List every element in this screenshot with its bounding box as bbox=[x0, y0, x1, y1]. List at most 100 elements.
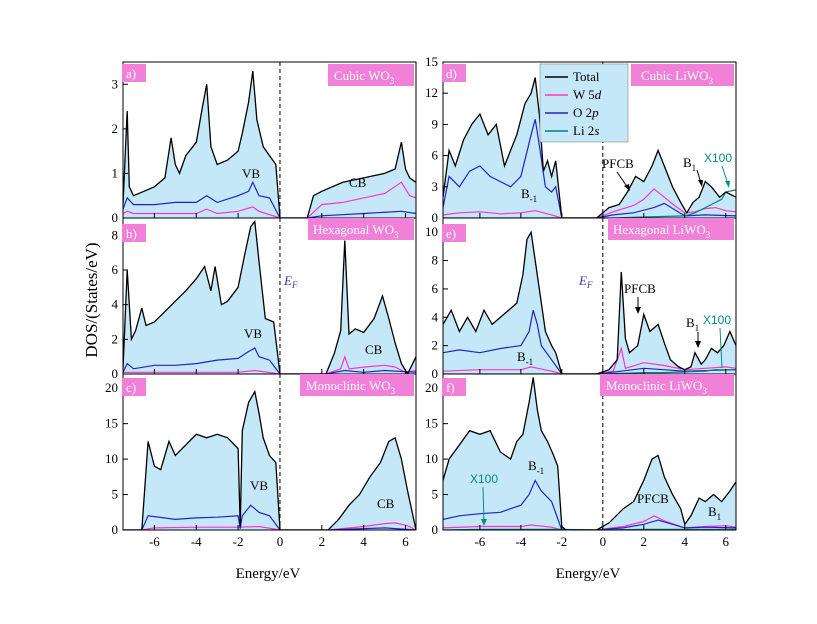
panel-tag-b-text: b) bbox=[126, 226, 137, 241]
panel-f-series-total bbox=[443, 377, 736, 530]
panel-tag-c: c) bbox=[122, 378, 146, 396]
panel-f-xtick-label: -6 bbox=[474, 534, 485, 549]
ef-label-right: E bbox=[578, 273, 587, 288]
panel-a-series-total bbox=[123, 70, 416, 218]
panel-d-series-total bbox=[443, 77, 736, 218]
svg-text:Cubic WO3: Cubic WO3 bbox=[334, 68, 395, 86]
panel-b-ytick-label: 8 bbox=[112, 227, 119, 242]
panel-b-ytick-label: 2 bbox=[112, 331, 119, 346]
panel-title-a-text: Cubic WO bbox=[334, 68, 390, 83]
panel-c-xtick-label: 0 bbox=[277, 534, 284, 549]
panel-title-a-sub: 3 bbox=[390, 76, 395, 86]
panel-a-ytick-label: 2 bbox=[112, 121, 119, 136]
panel-title-d: Cubic LiWO3 bbox=[631, 64, 734, 86]
ef-label-left: E bbox=[283, 273, 292, 288]
panel-c-xtick-label: 4 bbox=[360, 534, 367, 549]
x100-arrowhead-f bbox=[481, 519, 487, 526]
ef-label-left-sub: F bbox=[291, 280, 298, 290]
svg-text:EF: EF bbox=[283, 273, 298, 290]
svg-text:B-1: B-1 bbox=[517, 349, 533, 367]
x100-label-d: X100 bbox=[704, 151, 732, 165]
svg-text:Monoclinic WO3: Monoclinic WO3 bbox=[306, 378, 396, 396]
b1-label-d-sub: 1 bbox=[692, 163, 697, 173]
x100-arrowhead-d bbox=[725, 181, 730, 188]
panel-c-xtick-label: 2 bbox=[319, 534, 326, 549]
panel-f-ytick-label: 15 bbox=[425, 416, 438, 431]
legend-o2p-sub: p bbox=[591, 105, 599, 120]
panel-e-series-o-2p bbox=[443, 310, 736, 374]
panel-b-plot bbox=[123, 219, 416, 374]
svg-text:Li 2s: Li 2s bbox=[573, 123, 599, 138]
panel-c-ytick-label: 15 bbox=[105, 416, 118, 431]
vb-label-a: VB bbox=[242, 166, 260, 181]
panel-title-e: Hexagonal LiWO3 bbox=[608, 218, 734, 240]
b1-label-d: B bbox=[683, 155, 692, 170]
pfcb-arrowhead-e bbox=[635, 307, 641, 314]
panel-b-ytick-label: 4 bbox=[112, 297, 119, 312]
vb-label-b: VB bbox=[244, 326, 262, 341]
pfcb-arrowhead-d bbox=[624, 184, 630, 191]
bm1-label-e: B bbox=[517, 349, 526, 364]
bm1-label-d: B bbox=[521, 186, 530, 201]
pfcb-label-f: PFCB bbox=[637, 491, 669, 506]
legend-li2s: Li 2 bbox=[573, 123, 594, 138]
b1-label-e-sub: 1 bbox=[695, 323, 700, 333]
panel-d-ytick-label: 15 bbox=[425, 54, 438, 69]
panel-c-xtick-label: -6 bbox=[149, 534, 160, 549]
panel-title-e-sub: 3 bbox=[706, 230, 711, 240]
panel-e-ytick-label: 2 bbox=[432, 338, 439, 353]
panel-a-plot bbox=[123, 70, 416, 218]
panel-c-frame bbox=[122, 373, 417, 531]
svg-text:B1: B1 bbox=[708, 504, 721, 522]
panel-f-xtick-label: 0 bbox=[600, 534, 607, 549]
svg-text:Hexagonal WO3: Hexagonal WO3 bbox=[313, 222, 399, 240]
panel-f-xtick-label: 6 bbox=[723, 534, 730, 549]
bm1-label-f-sub: -1 bbox=[537, 466, 545, 476]
b1-label-e: B bbox=[686, 315, 695, 330]
panel-tag-e: e) bbox=[442, 224, 466, 242]
panel-title-c-text: Monoclinic WO bbox=[306, 378, 391, 393]
panel-c-ytick-label: 10 bbox=[105, 451, 118, 466]
panel-a-series-w-5d bbox=[123, 181, 416, 218]
legend-w5d-sub: d bbox=[595, 87, 602, 102]
panel-c-ytick-label: 0 bbox=[112, 522, 119, 537]
panel-e-ytick-label: 10 bbox=[425, 224, 438, 239]
svg-text:Monoclinic LiWO3: Monoclinic LiWO3 bbox=[606, 378, 707, 396]
panel-b-ytick-label: 0 bbox=[112, 366, 119, 381]
panel-f-ytick-label: 5 bbox=[432, 487, 439, 502]
panel-c-xtick-label: 6 bbox=[402, 534, 409, 549]
panel-e-ytick-label: 0 bbox=[432, 366, 439, 381]
panel-title-c: Monoclinic WO3 bbox=[300, 374, 414, 396]
x100-arrow-f bbox=[482, 486, 485, 523]
panel-title-c-sub: 3 bbox=[391, 386, 396, 396]
panel-title-a: Cubic WO3 bbox=[328, 64, 414, 86]
panel-e-ytick-label: 4 bbox=[432, 309, 439, 324]
bm1-label-f: B bbox=[528, 458, 537, 473]
panel-d-ytick-label: 0 bbox=[432, 210, 439, 225]
panel-d-ytick-label: 3 bbox=[432, 179, 439, 194]
panel-e-ytick-label: 8 bbox=[432, 253, 439, 268]
pfcb-label-d: PFCB bbox=[602, 156, 634, 171]
panel-f-frame bbox=[442, 373, 737, 531]
cb-label-b: CB bbox=[365, 342, 383, 357]
panel-a-ytick-label: 1 bbox=[112, 165, 119, 180]
svg-text:Hexagonal LiWO3: Hexagonal LiWO3 bbox=[613, 222, 711, 240]
svg-text:Cubic LiWO3: Cubic LiWO3 bbox=[641, 68, 714, 86]
ef-label-right-sub: F bbox=[586, 280, 593, 290]
panel-f-ytick-label: 10 bbox=[425, 451, 438, 466]
x-axis-title-left: Energy/eV bbox=[236, 566, 301, 582]
panel-c-series-total bbox=[123, 389, 416, 530]
panel-title-f: Monoclinic LiWO3 bbox=[600, 374, 734, 396]
panel-tag-f-text: f) bbox=[446, 380, 455, 395]
panel-title-f-text: Monoclinic LiWO bbox=[606, 378, 702, 393]
legend-total: Total bbox=[573, 69, 600, 84]
panel-d-series-o-2p bbox=[443, 119, 736, 218]
panel-title-b-text: Hexagonal WO bbox=[313, 222, 394, 237]
panel-e-plot bbox=[443, 230, 736, 374]
panel-d-ytick-label: 12 bbox=[425, 85, 438, 100]
panel-e-series-total bbox=[443, 230, 736, 374]
b1-label-f: B bbox=[708, 504, 717, 519]
